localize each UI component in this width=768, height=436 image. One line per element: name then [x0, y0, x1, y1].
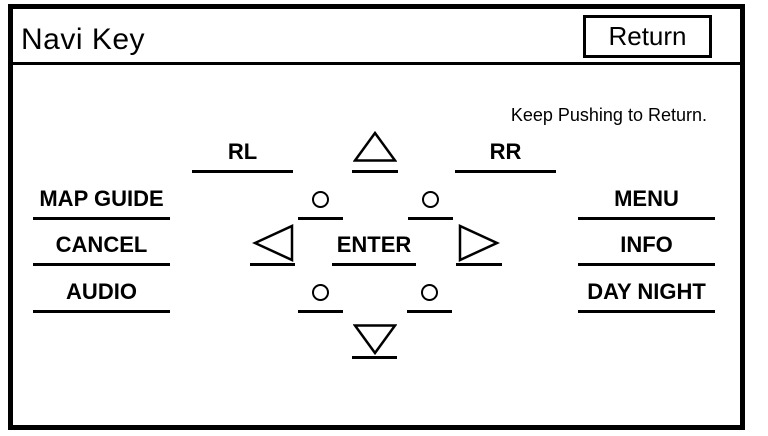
key-label-rr: RR: [455, 128, 556, 173]
key-round-upper-left: [298, 191, 343, 220]
key-label-audio: AUDIO: [33, 268, 170, 313]
up-triangle-icon: [353, 131, 397, 162]
key-round-lower-left: [298, 284, 343, 313]
key-label-menu: MENU: [578, 175, 715, 220]
key-label-map-guide: MAP GUIDE: [33, 175, 170, 220]
page-title: Navi Key: [21, 23, 146, 56]
screen-frame: Navi Key Return Keep Pushing to Return. …: [8, 4, 745, 430]
left-triangle-icon: [251, 224, 293, 262]
circle-key-icon: [422, 191, 439, 208]
key-label-enter: ENTER: [332, 221, 416, 266]
title-bar: Navi Key Return: [13, 9, 740, 65]
key-label-day-night: DAY NIGHT: [578, 268, 715, 313]
key-right: [456, 224, 502, 266]
key-down: [352, 323, 397, 359]
return-button[interactable]: Return: [583, 15, 712, 58]
key-round-upper-right: [408, 191, 453, 220]
key-left: [250, 224, 295, 266]
key-up: [352, 131, 398, 173]
key-label-rl: RL: [192, 128, 293, 173]
circle-key-icon: [312, 284, 329, 301]
circle-key-icon: [421, 284, 438, 301]
key-label-cancel: CANCEL: [33, 221, 170, 266]
down-triangle-icon: [352, 324, 397, 355]
circle-key-icon: [312, 191, 329, 208]
right-triangle-icon: [458, 224, 500, 262]
hint-text: Keep Pushing to Return.: [510, 105, 707, 125]
key-label-info: INFO: [578, 221, 715, 266]
key-round-lower-right: [407, 284, 452, 313]
